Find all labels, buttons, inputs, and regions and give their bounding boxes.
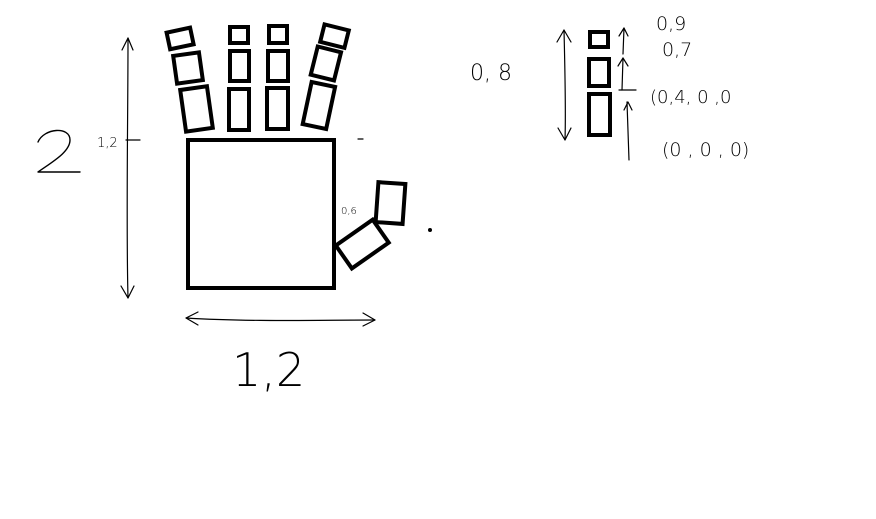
- joint-coordinate-label: (0,4, 0 ,0: [650, 87, 731, 108]
- hand-height-arrow: [120, 37, 141, 299]
- finger-3: [265, 24, 290, 131]
- thumb-segment-base: [333, 216, 392, 272]
- finger-length-arrow: [556, 29, 572, 141]
- finger-detail-segment-tip: [588, 30, 610, 49]
- finger-3-segment-base: [265, 86, 290, 131]
- palm-height-label: 1,2: [97, 136, 118, 151]
- finger-4-segment-middle: [308, 44, 344, 83]
- segment-arrows: [617, 27, 637, 161]
- hand-height-label-glyph: [37, 129, 81, 173]
- segment-label-middle: 0,7: [662, 39, 692, 61]
- finger-detail-segment-base: [587, 92, 612, 137]
- thumb-segment-tip: [373, 180, 408, 227]
- finger-2: [227, 25, 251, 132]
- palm-width-label: 1,2: [232, 343, 305, 397]
- palm-rectangle: [186, 138, 336, 290]
- finger-2-segment-tip: [228, 25, 250, 45]
- finger-1-segment-tip: [164, 25, 196, 52]
- thumb-length-label: 0,6: [341, 206, 357, 217]
- finger-length-label: 0, 8: [470, 61, 512, 86]
- base-coordinate-label: (0 , 0 , 0): [662, 139, 749, 161]
- finger-4-segment-base: [300, 79, 338, 132]
- finger-detail: [587, 30, 612, 137]
- hand-height-label: 2: [0, 0, 1, 1]
- finger-4-segment-tip: [317, 21, 352, 51]
- palm-width-arrow: [185, 311, 376, 327]
- finger-1-segment-middle: [170, 50, 206, 86]
- finger-1: [164, 25, 216, 134]
- stray-dot: [428, 228, 432, 232]
- finger-3-segment-middle: [266, 49, 290, 83]
- finger-3-segment-tip: [267, 24, 289, 45]
- finger-4: [300, 21, 352, 132]
- finger-detail-segment-middle: [587, 57, 611, 88]
- finger-2-segment-middle: [228, 49, 251, 83]
- segment-label-top: 0,9: [656, 13, 686, 35]
- thumb: [333, 180, 408, 272]
- finger-1-segment-base: [177, 83, 216, 134]
- finger-2-segment-base: [227, 87, 251, 132]
